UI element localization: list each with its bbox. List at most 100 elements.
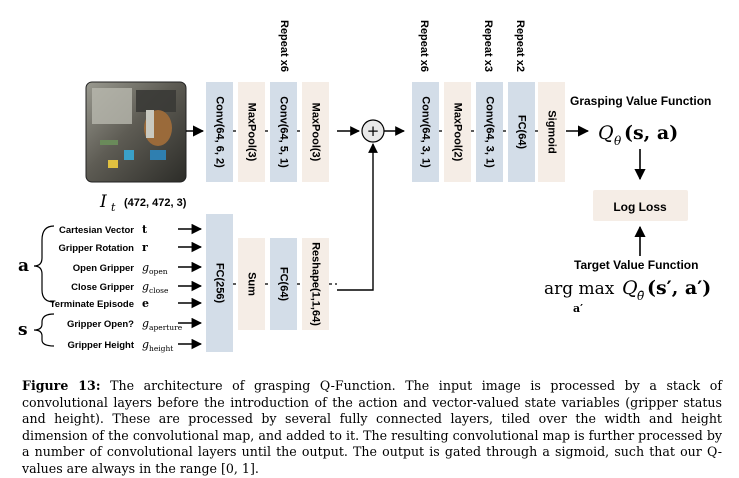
sum-node: +	[361, 119, 385, 143]
state-block: FC(64)	[270, 238, 297, 330]
target-q-subscript: θ̄	[637, 289, 645, 303]
layer-block-rect	[476, 82, 503, 182]
repeat-label: Repeat x3	[482, 20, 494, 72]
input-name: Gripper Height	[67, 340, 134, 351]
state-stack: FC(256) Sum FC(64) Reshape(1,1,64)	[206, 214, 329, 352]
layer-block: Conv(64, 6, 2)	[206, 82, 233, 182]
layer-block: MaxPool(3)	[238, 82, 265, 182]
image-dims: (472, 472, 3)	[124, 197, 187, 209]
q-symbol: Q	[598, 122, 614, 144]
input-symbol-sub: close	[149, 286, 169, 295]
target-q-symbol: Q	[622, 277, 638, 299]
layer-block-rect	[508, 82, 535, 182]
sum-symbol: +	[367, 122, 380, 140]
state-block: Sum	[238, 238, 265, 330]
layer-block-rect	[206, 82, 233, 182]
layer-block-rect	[238, 82, 265, 182]
q-subscript: θ	[614, 134, 622, 148]
figure-caption: Figure 13: The architecture of grasping …	[22, 378, 722, 478]
layer-block-rect	[538, 82, 565, 182]
state-block: Reshape(1,1,64)	[302, 238, 329, 330]
input-symbol: g	[142, 261, 149, 274]
input-symbol-sub: height	[149, 344, 173, 353]
input-row: Terminate Episode e	[50, 297, 203, 310]
layer-block: MaxPool(3)	[302, 82, 329, 182]
layer-block: Conv(64, 3, 1)	[476, 82, 503, 182]
argmax-text: arg max	[544, 279, 615, 299]
input-row: Cartesian Vector t	[59, 223, 203, 236]
brace-icon	[33, 225, 55, 347]
layer-block-rect	[302, 82, 329, 182]
input-name: Open Gripper	[73, 263, 135, 274]
layer-label: Conv(64, 5, 1)	[278, 96, 290, 168]
layer-label: Conv(64, 3, 1)	[420, 96, 432, 168]
caption-text: The architecture of grasping Q-Function.…	[22, 378, 722, 476]
layer-label: FC(64)	[516, 115, 528, 150]
layer-block: Conv(64, 5, 1)	[270, 82, 297, 182]
input-symbol: g	[142, 338, 149, 351]
input-symbol: r	[142, 241, 148, 254]
layer-block-rect	[270, 82, 297, 182]
loss-box	[593, 190, 688, 221]
state-block-rect	[206, 214, 233, 352]
input-symbol: t	[142, 223, 148, 236]
input-name: Close Gripper	[71, 282, 134, 293]
input-symbol-sub: open	[149, 267, 168, 276]
layer-label: MaxPool(2)	[452, 103, 464, 162]
repeat-label: Repeat x2	[514, 20, 526, 72]
layer-block-rect	[444, 82, 471, 182]
input-image	[85, 81, 187, 183]
repeat-label: Repeat x6	[278, 20, 290, 72]
layer-label: Sigmoid	[546, 110, 558, 153]
input-name: Gripper Rotation	[59, 243, 135, 254]
q-args: (s, a)	[624, 122, 678, 144]
input-symbol: e	[142, 297, 149, 310]
input-row: Gripper Rotation r	[59, 241, 203, 254]
layer-block: Conv(64, 3, 1)	[412, 82, 439, 182]
action-group-label: a	[18, 256, 29, 276]
q-expression: Q θ (s, a)	[598, 122, 678, 148]
state-block: FC(256)	[206, 214, 233, 352]
image-label-sub: t	[111, 201, 116, 214]
layer-label: MaxPool(3)	[310, 103, 322, 162]
input-symbol: g	[142, 280, 149, 293]
state-block-rect	[270, 238, 297, 330]
state-block-label: Reshape(1,1,64)	[310, 242, 322, 326]
state-block-rect	[302, 238, 329, 330]
image-label-main: I	[99, 192, 107, 212]
conv-stack: Conv(64, 6, 2) MaxPool(3) Conv(64, 5, 1) Ma…	[206, 82, 565, 182]
input-name: Gripper Open?	[67, 319, 134, 330]
state-block-label: Sum	[246, 272, 258, 296]
input-name: Cartesian Vector	[59, 225, 134, 236]
loss-label: Log Loss	[613, 200, 667, 214]
target-expression: arg max a′ Q θ̄ (s′, a′)	[544, 277, 711, 315]
arrow-icon	[337, 143, 378, 291]
layer-block: Sigmoid	[538, 82, 565, 182]
argmax-subscript: a′	[573, 302, 583, 315]
layer-block: FC(64)	[508, 82, 535, 182]
layer-block: MaxPool(2)	[444, 82, 471, 182]
layer-label: Conv(64, 6, 2)	[214, 96, 226, 168]
layer-label: MaxPool(3)	[246, 103, 258, 162]
layer-block-rect	[412, 82, 439, 182]
input-symbol-sub: aperture	[149, 323, 183, 332]
input-name: Terminate Episode	[50, 299, 134, 310]
layer-label: Conv(64, 3, 1)	[484, 96, 496, 168]
output-title: Grasping Value Function	[570, 94, 711, 108]
target-args: (s′, a′)	[647, 277, 711, 299]
target-title: Target Value Function	[574, 258, 698, 272]
input-symbol: g	[142, 317, 149, 330]
caption-label: Figure 13:	[22, 378, 101, 393]
state-group-label: s	[18, 320, 28, 340]
repeat-labels: Repeat x6 Repeat x6 Repeat x3 Repeat x2	[278, 20, 526, 72]
repeat-label: Repeat x6	[418, 20, 430, 72]
state-block-label: FC(256)	[214, 263, 226, 304]
state-block-label: FC(64)	[278, 267, 290, 302]
state-block-rect	[238, 238, 265, 330]
